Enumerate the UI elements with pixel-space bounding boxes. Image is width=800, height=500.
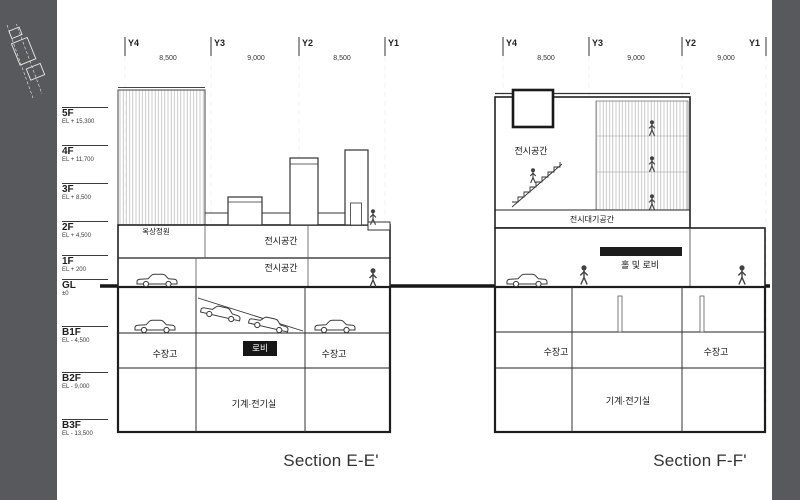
- room-label-storage-left: 수장고: [152, 349, 178, 359]
- room-label-exhibit-1f: 전시공간: [264, 263, 298, 273]
- dim-f-3: 9,000: [717, 55, 735, 62]
- level-elevation: EL - 13,500: [62, 431, 93, 437]
- level-elevation: ±0: [62, 291, 69, 297]
- level-name: 4F: [62, 146, 74, 157]
- level-name: 5F: [62, 108, 74, 119]
- room-label-storage-right-f: 수장고: [703, 347, 729, 357]
- level-entry-4f: 4F EL + 11,700: [62, 145, 108, 164]
- room-label-roof-garden: 옥상정원: [142, 227, 170, 236]
- grid-label-e-y4: Y4: [128, 38, 140, 48]
- level-entry-5f: 5F EL + 15,300: [62, 107, 108, 126]
- grid-label-e-y3: Y3: [214, 38, 226, 48]
- grid-label-f-y2: Y2: [685, 38, 697, 48]
- dim-e-1: 8,500: [159, 55, 177, 62]
- level-entry-2f: 2F EL + 4,500: [62, 221, 108, 240]
- level-entry-gl: GL ±0: [62, 279, 108, 298]
- room-label-hall-lobby: 홀 및 로비: [620, 260, 660, 270]
- grid-label-f-y4: Y4: [506, 38, 518, 48]
- level-name: 3F: [62, 184, 74, 195]
- level-entry-b3f: B3F EL - 13,500: [62, 419, 108, 438]
- level-elevation: EL + 15,300: [62, 119, 95, 125]
- level-elevation: EL - 4,500: [62, 338, 90, 344]
- section-ff-title: Section F-F': [653, 451, 747, 470]
- room-label-mech-e: 기계·전기실: [231, 399, 277, 409]
- level-entry-3f: 3F EL + 8,500: [62, 183, 108, 202]
- key-plan: [6, 24, 46, 99]
- level-entry-b1f: B1F EL - 4,500: [62, 326, 108, 345]
- grid-label-e-y1: Y1: [388, 38, 400, 48]
- level-name: B3F: [62, 420, 81, 431]
- grid-label-f-y3: Y3: [592, 38, 604, 48]
- drawing-sheet: [57, 0, 772, 500]
- level-elevation: EL - 9,000: [62, 384, 90, 390]
- room-label-mech-f: 기계·전기실: [605, 396, 651, 406]
- room-label-storage-left-f: 수장고: [543, 347, 569, 357]
- left-margin-band: [0, 0, 57, 500]
- dim-e-2: 9,000: [247, 55, 265, 62]
- level-entry-b2f: B2F EL - 9,000: [62, 372, 108, 391]
- room-label-exhibit-f: 전시공간: [514, 146, 548, 156]
- room-label-exhibit-2f: 전시공간: [264, 236, 298, 246]
- room-label-storage-right: 수장고: [321, 349, 347, 359]
- dim-f-2: 9,000: [627, 55, 645, 62]
- level-elevation: EL + 4,500: [62, 233, 91, 239]
- grid-label-e-y2: Y2: [302, 38, 314, 48]
- level-elevation: EL + 11,700: [62, 157, 94, 163]
- level-elevation: EL + 8,500: [62, 195, 91, 201]
- room-label-lobby: 로비: [243, 341, 277, 356]
- level-name: GL: [62, 280, 76, 291]
- level-name: 2F: [62, 222, 74, 233]
- dim-f-1: 8,500: [537, 55, 555, 62]
- right-margin-band: [772, 0, 800, 500]
- level-name: B1F: [62, 327, 81, 338]
- level-entry-1f: 1F EL + 200: [62, 255, 108, 274]
- level-name: B2F: [62, 373, 81, 384]
- dim-e-3: 8,500: [333, 55, 351, 62]
- grid-label-f-y1: Y1: [749, 38, 761, 48]
- level-name: 1F: [62, 256, 74, 267]
- room-label-exhibit-waiting: 전시대기공간: [569, 215, 615, 224]
- level-elevation: EL + 200: [62, 267, 86, 273]
- section-ee-title: Section E-E': [283, 451, 379, 470]
